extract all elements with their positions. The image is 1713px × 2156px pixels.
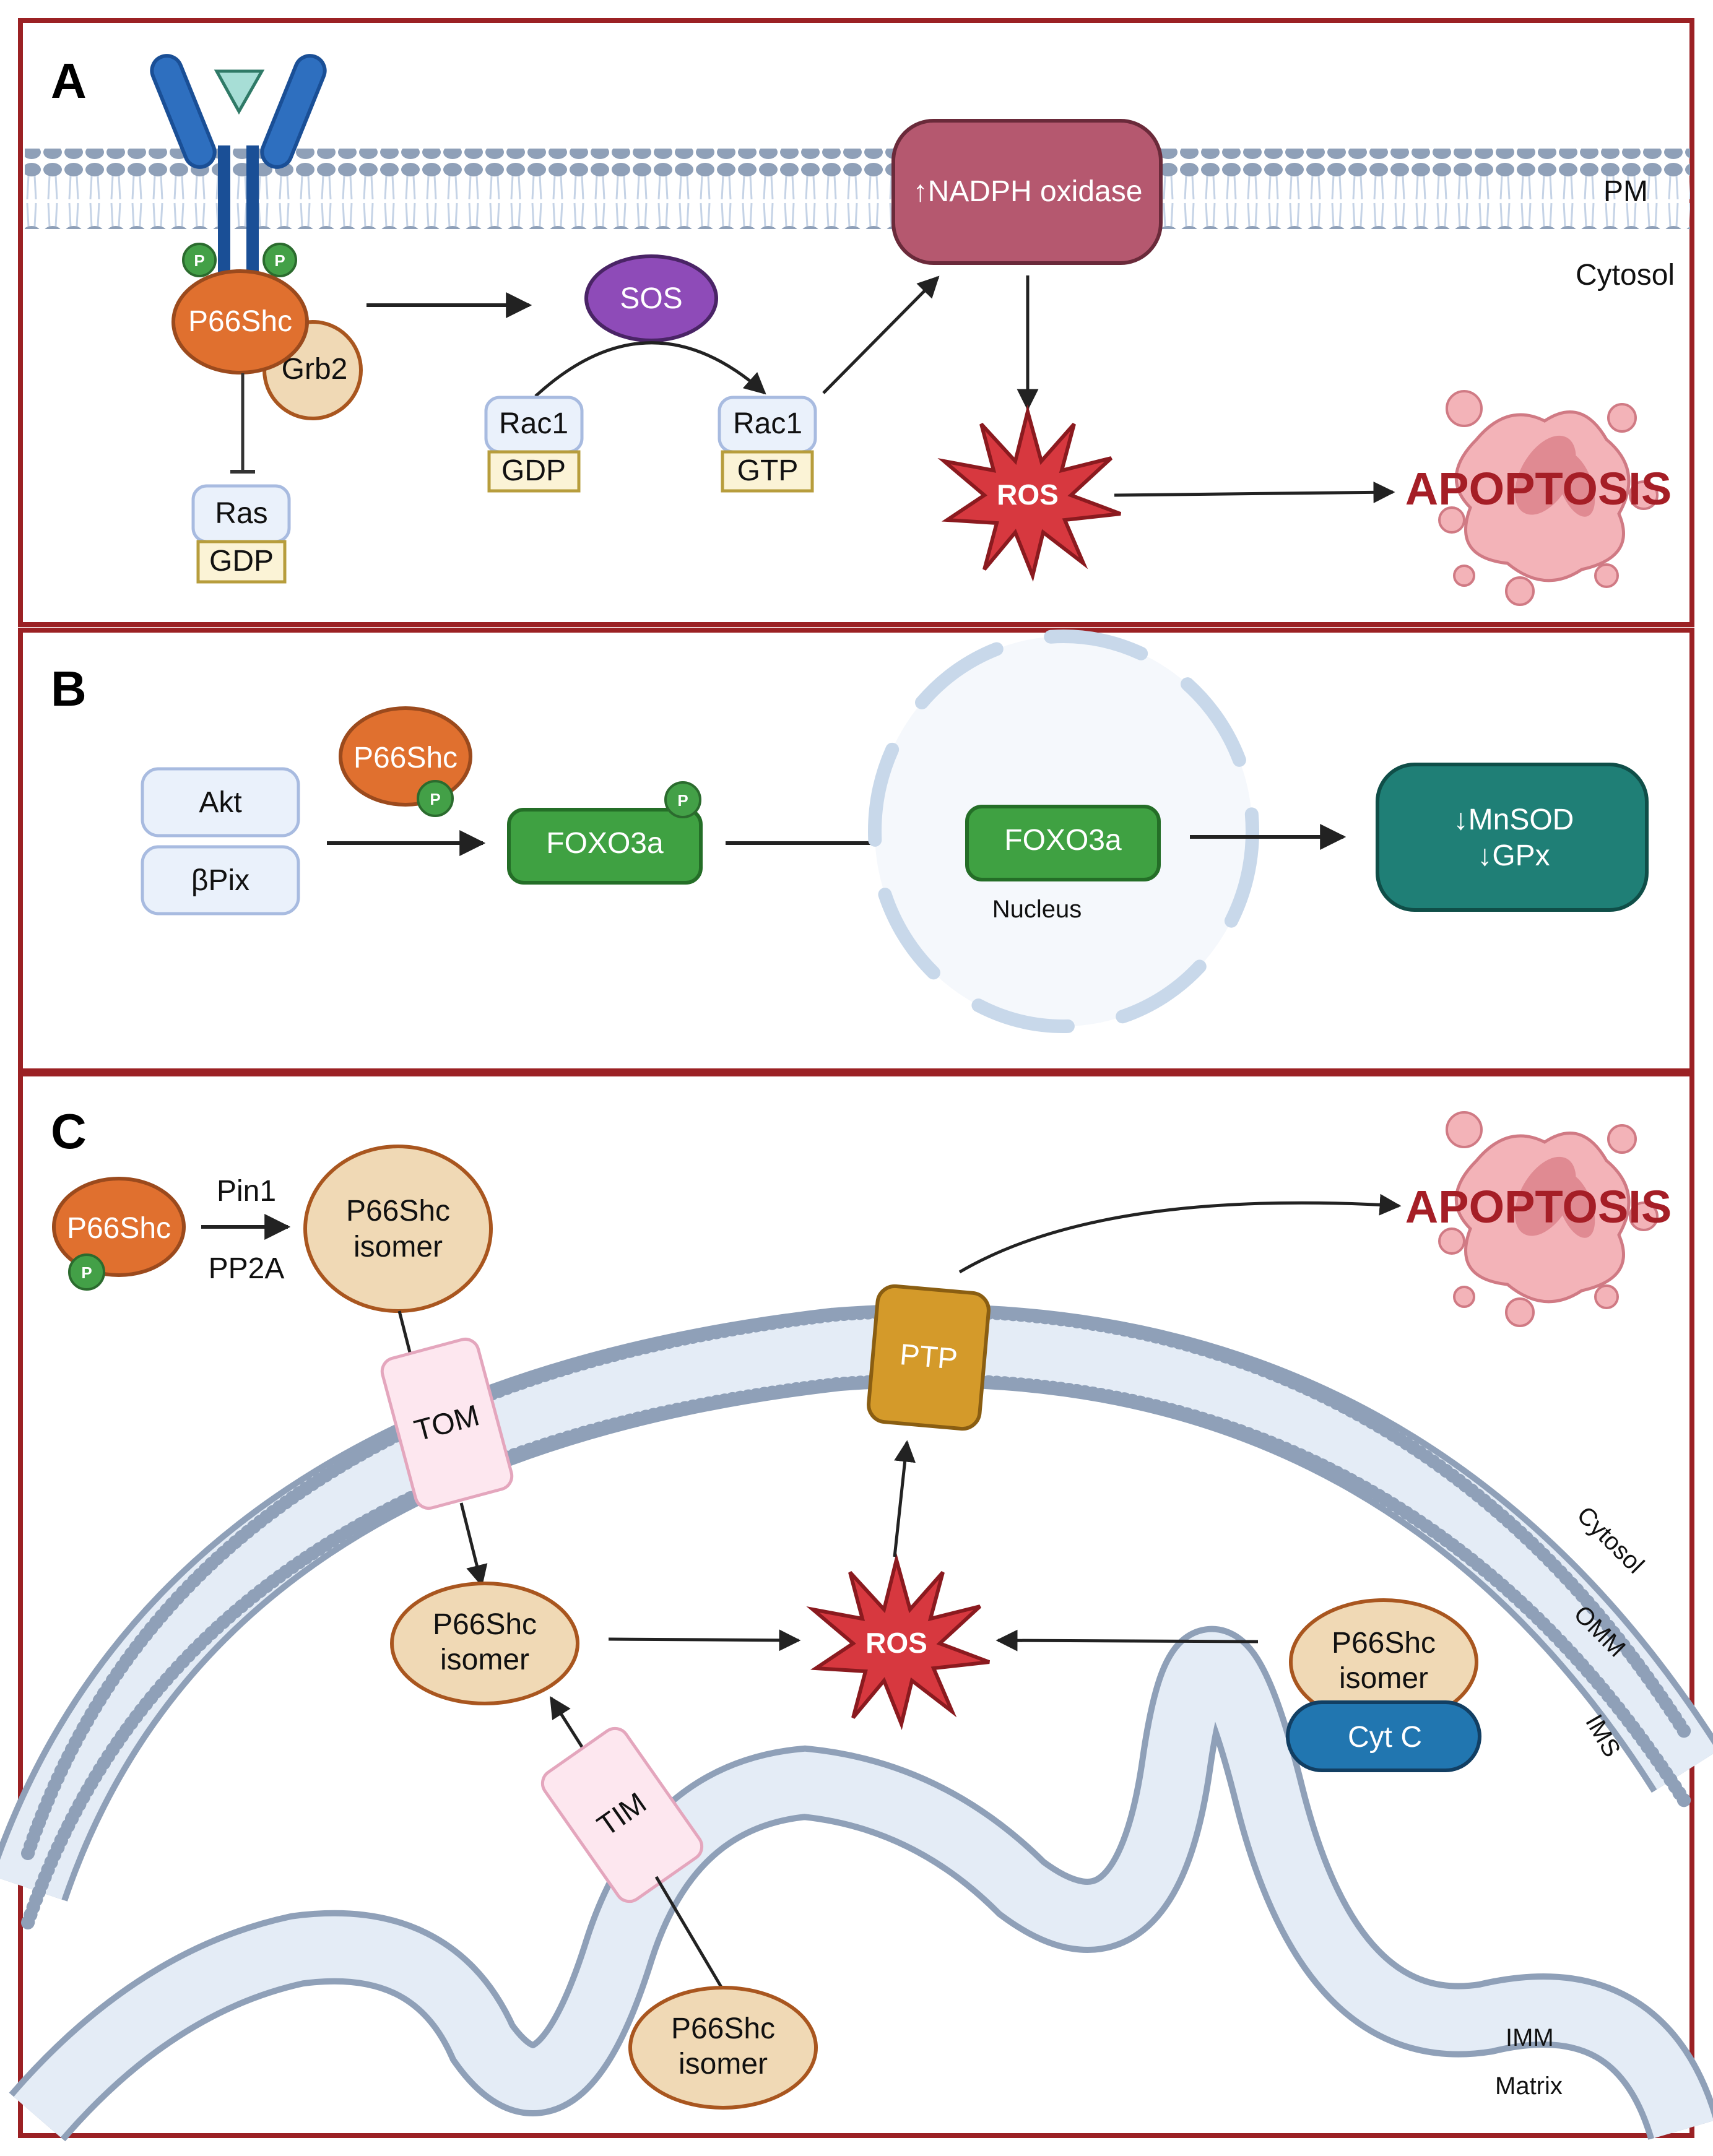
svg-text:↑NADPH oxidase: ↑NADPH oxidase	[913, 175, 1143, 208]
svg-text:P: P	[194, 251, 204, 270]
foxo3a-cytosolic-node: FOXO3a P	[507, 781, 703, 885]
svg-text:P66Shc: P66Shc	[67, 1212, 171, 1245]
tim-complex: TIM	[540, 1726, 704, 1903]
svg-text:P: P	[81, 1263, 92, 1282]
mnsod-label: ↓MnSOD	[1454, 803, 1574, 836]
apoptotic-cell-icon	[1438, 390, 1659, 606]
p66shc-isomer-ims: P66Shc isomer	[390, 1582, 579, 1705]
svg-text:isomer: isomer	[1339, 1662, 1428, 1695]
svg-text:P: P	[677, 791, 688, 810]
svg-text:P: P	[430, 790, 440, 808]
phospho-group-icon: P P	[182, 243, 297, 277]
panel-c-letter: C	[51, 1104, 87, 1159]
p66shc-c-node: P66Shc P	[52, 1177, 186, 1291]
svg-text:Rac1: Rac1	[499, 407, 568, 440]
link-tim-matrix	[654, 1876, 725, 1991]
sos-node: SOS	[584, 254, 718, 342]
arrow-rac1-nadph	[822, 275, 940, 394]
apoptosis-label-c: APOPTOSIS	[1405, 1181, 1672, 1232]
pp2a-label: PP2A	[209, 1252, 285, 1285]
svg-text:Ras: Ras	[215, 497, 267, 530]
svg-text:βPix: βPix	[191, 864, 249, 897]
p66shc-b-node: P66Shc P	[339, 706, 472, 817]
phospho-group-icon	[664, 781, 701, 818]
nucleus-label: Nucleus	[992, 896, 1082, 923]
p66shc-isomer-cytosolic: P66Shc isomer	[303, 1145, 493, 1313]
pin1-label: Pin1	[217, 1175, 276, 1208]
nadph-oxidase-node: ↑NADPH oxidase	[891, 119, 1163, 265]
gpx-label: ↓GPx	[1477, 839, 1550, 872]
panel-a-letter: A	[51, 53, 87, 108]
outer-mitochondrial-membrane	[0, 1304, 1713, 1929]
panel-c: C Cytosol OMM IMS IMM Matrix P66Shc P Pi…	[0, 1072, 1713, 2142]
arrow-ros-apoptosis	[1114, 481, 1395, 503]
svg-text:Grb2: Grb2	[282, 353, 348, 386]
arrow-cytc-ros	[995, 1629, 1259, 1652]
svg-text:FOXO3a: FOXO3a	[1004, 824, 1122, 857]
p66shc-isomer-matrix: P66Shc isomer	[628, 1986, 818, 2110]
svg-text:isomer: isomer	[353, 1231, 443, 1263]
akt-node: Akt	[141, 767, 300, 838]
svg-text:isomer: isomer	[679, 2048, 768, 2080]
bpix-node: βPix	[141, 845, 300, 916]
receptor-icon	[150, 54, 327, 275]
imm-label: IMM	[1506, 2024, 1554, 2051]
svg-text:Cyt C: Cyt C	[1348, 1721, 1422, 1754]
tom-complex: TOM	[380, 1337, 514, 1510]
arrow-tim-ims	[549, 1696, 584, 1748]
p66shc-node: P66Shc	[171, 269, 309, 374]
p66shc-isomer-cytc-complex: P66Shc isomer Cyt C	[1286, 1598, 1481, 1772]
pm-label: PM	[1603, 175, 1648, 208]
foxo3a-nuclear-node: FOXO3a	[965, 805, 1161, 881]
ros-label: ROS	[997, 478, 1059, 511]
svg-text:isomer: isomer	[440, 1643, 529, 1676]
panel-b: B Akt βPix P66Shc P FOXO3a P	[18, 628, 1694, 1073]
ros-burst-icon-c: ROS	[806, 1552, 991, 1730]
ros-label-c: ROS	[865, 1627, 927, 1659]
apoptosis-label-a: APOPTOSIS	[1405, 463, 1672, 514]
phospho-group-icon	[417, 780, 454, 817]
panel-a: A PM Cytosol P P Grb2 P66Shc	[18, 18, 1694, 627]
ras-node: Ras GDP	[191, 484, 291, 584]
svg-text:P66Shc: P66Shc	[1332, 1627, 1436, 1660]
ligand-icon	[214, 69, 265, 115]
arrow-ros-ptp	[893, 1440, 916, 1557]
svg-text:P: P	[274, 251, 285, 270]
ros-burst-icon: ROS	[937, 404, 1122, 582]
inner-mitochondrial-membrane	[9, 1626, 1713, 2142]
gef-arc-arrow	[534, 341, 766, 397]
svg-text:P66Shc: P66Shc	[671, 2012, 775, 2045]
plasma-membrane	[25, 149, 1690, 229]
panel-b-letter: B	[51, 661, 87, 716]
svg-text:SOS: SOS	[620, 282, 682, 315]
ptp-pore: PTP	[867, 1284, 991, 1431]
svg-text:GTP: GTP	[737, 454, 799, 487]
arrow-isomer-ros	[608, 1629, 801, 1652]
apoptotic-cell-icon-c	[1438, 1111, 1659, 1327]
cytc-node	[1286, 1700, 1481, 1772]
svg-text:GDP: GDP	[501, 454, 566, 487]
rac1-gdp-node: Rac1 GDP	[484, 396, 584, 493]
arrow-tom-ims	[459, 1502, 488, 1587]
svg-text:P66Shc: P66Shc	[433, 1608, 537, 1641]
cytosol-label: Cytosol	[1576, 259, 1675, 292]
svg-text:GDP: GDP	[209, 545, 274, 578]
phospho-group-icon	[68, 1253, 105, 1291]
svg-text:P66Shc: P66Shc	[353, 742, 458, 774]
svg-text:P66Shc: P66Shc	[188, 305, 292, 338]
antioxidant-targets-node: ↓MnSOD ↓GPx	[1376, 763, 1649, 912]
svg-text:Rac1: Rac1	[733, 407, 802, 440]
arrow-ptp-apoptosis	[958, 1193, 1402, 1274]
svg-text:FOXO3a: FOXO3a	[546, 827, 664, 860]
matrix-label: Matrix	[1495, 2072, 1563, 2100]
svg-text:PTP: PTP	[898, 1338, 959, 1376]
rac1-gtp-node: Rac1 GTP	[718, 396, 817, 493]
svg-text:Akt: Akt	[199, 786, 241, 819]
svg-text:P66Shc: P66Shc	[346, 1195, 450, 1227]
